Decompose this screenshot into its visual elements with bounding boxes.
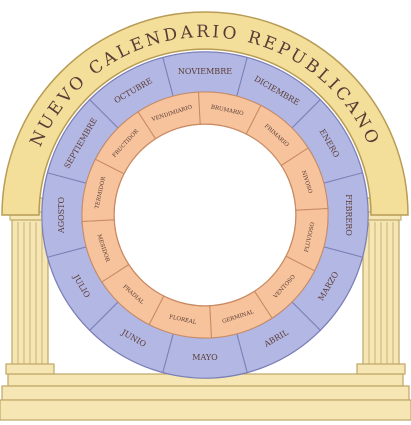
gregorian-month-label: FEBRERO <box>344 194 353 236</box>
column-base <box>6 364 54 374</box>
gregorian-month-label: AGOSTO <box>57 197 66 235</box>
base-step-bottom <box>0 400 411 420</box>
gregorian-month-label: NOVIEMBRE <box>178 67 232 76</box>
base-step-middle <box>2 386 409 400</box>
calendar-rings: OCTUBRENOVIEMBREDICIEMBREENEROFEBREROMAR… <box>42 52 368 378</box>
center-hole <box>114 124 296 306</box>
column-base <box>357 364 405 374</box>
gregorian-month-label: MAYO <box>192 353 218 362</box>
